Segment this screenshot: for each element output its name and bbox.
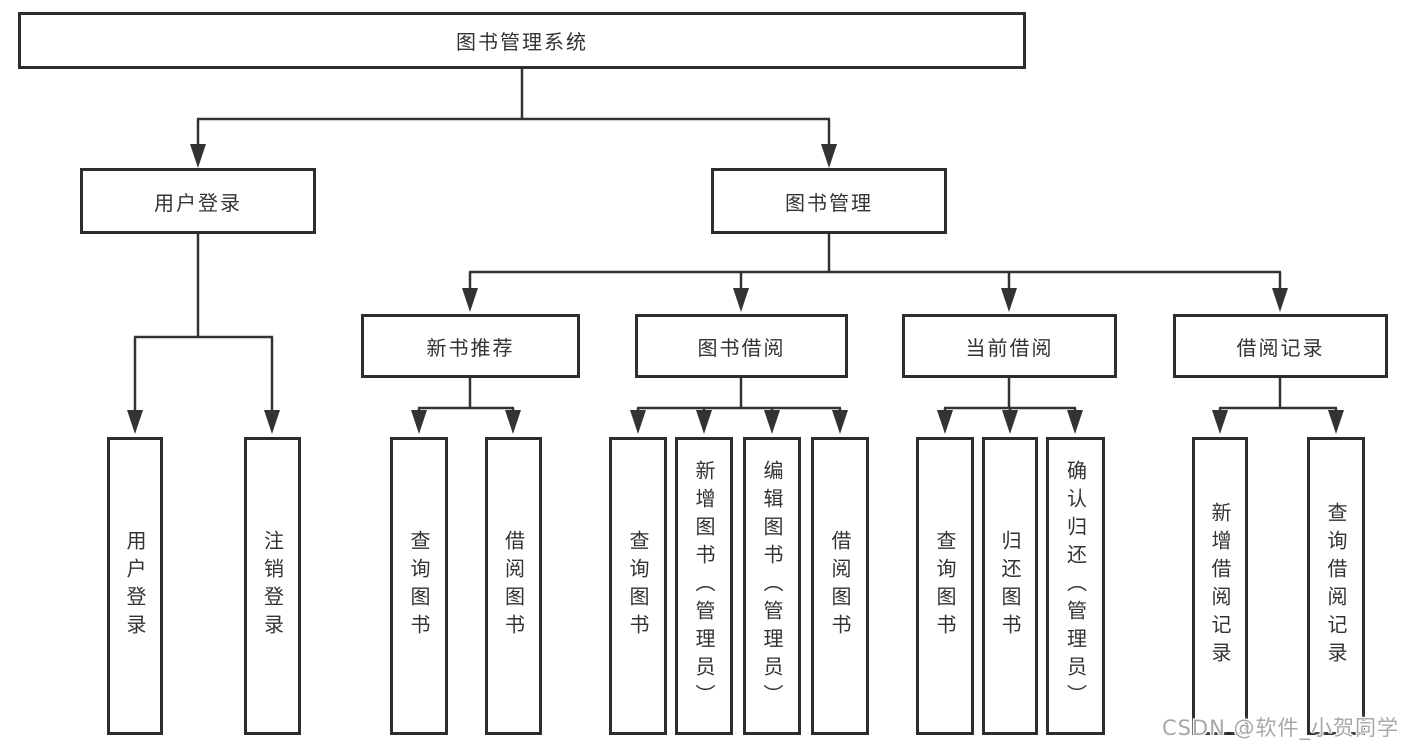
node-borrowing-records-label: 借阅记录 xyxy=(1236,335,1325,360)
node-leaf-confirm-return-admin-label: 确认归还（管理员） xyxy=(1063,460,1088,712)
node-leaf-query-books-1: 查询图书 xyxy=(390,437,448,735)
node-new-book-recommendation-label: 新书推荐 xyxy=(426,335,515,360)
node-leaf-add-borrow-record-label: 新增借阅记录 xyxy=(1208,502,1232,670)
node-leaf-query-books-2: 查询图书 xyxy=(609,437,667,735)
node-leaf-logout-label: 注销登录 xyxy=(260,530,285,642)
node-leaf-borrow-books-1: 借阅图书 xyxy=(485,437,542,735)
csdn-watermark: CSDN @软件_小贺同学 xyxy=(1161,716,1399,740)
node-leaf-logout: 注销登录 xyxy=(244,437,301,735)
node-leaf-edit-book-admin: 编辑图书（管理员） xyxy=(743,437,801,735)
node-leaf-borrow-books-1-label: 借阅图书 xyxy=(501,530,526,642)
node-leaf-confirm-return-admin: 确认归还（管理员） xyxy=(1046,437,1105,735)
node-borrowing-records: 借阅记录 xyxy=(1173,314,1388,378)
node-library-system-label: 图书管理系统 xyxy=(456,30,588,54)
node-leaf-add-book-admin-label: 新增图书（管理员） xyxy=(692,460,716,712)
node-leaf-borrow-books-2-label: 借阅图书 xyxy=(828,530,852,642)
node-leaf-query-borrow-record-label: 查询借阅记录 xyxy=(1324,502,1348,670)
node-leaf-borrow-books-2: 借阅图书 xyxy=(811,437,869,735)
node-leaf-add-book-admin: 新增图书（管理员） xyxy=(675,437,733,735)
node-leaf-return-books: 归还图书 xyxy=(982,437,1038,735)
node-current-borrowing-label: 当前借阅 xyxy=(965,335,1054,360)
node-current-borrowing: 当前借阅 xyxy=(902,314,1117,378)
node-leaf-user-login: 用户登录 xyxy=(107,437,163,735)
node-library-system: 图书管理系统 xyxy=(18,12,1026,69)
node-user-login-label: 用户登录 xyxy=(154,190,242,215)
node-book-borrowing-label: 图书借阅 xyxy=(697,335,786,360)
node-user-login: 用户登录 xyxy=(80,168,316,234)
node-leaf-query-books-3-label: 查询图书 xyxy=(933,530,957,642)
node-leaf-return-books-label: 归还图书 xyxy=(998,530,1022,642)
node-leaf-query-books-3: 查询图书 xyxy=(916,437,974,735)
node-leaf-add-borrow-record: 新增借阅记录 xyxy=(1192,437,1248,735)
node-leaf-edit-book-admin-label: 编辑图书（管理员） xyxy=(760,460,784,712)
node-book-management: 图书管理 xyxy=(711,168,947,234)
node-leaf-query-borrow-record: 查询借阅记录 xyxy=(1307,437,1365,735)
node-leaf-query-books-2-label: 查询图书 xyxy=(626,530,650,642)
node-leaf-user-login-label: 用户登录 xyxy=(123,530,147,642)
node-new-book-recommendation: 新书推荐 xyxy=(361,314,580,378)
node-leaf-query-books-1-label: 查询图书 xyxy=(407,530,431,642)
node-book-management-label: 图书管理 xyxy=(785,190,873,215)
node-book-borrowing: 图书借阅 xyxy=(635,314,848,378)
